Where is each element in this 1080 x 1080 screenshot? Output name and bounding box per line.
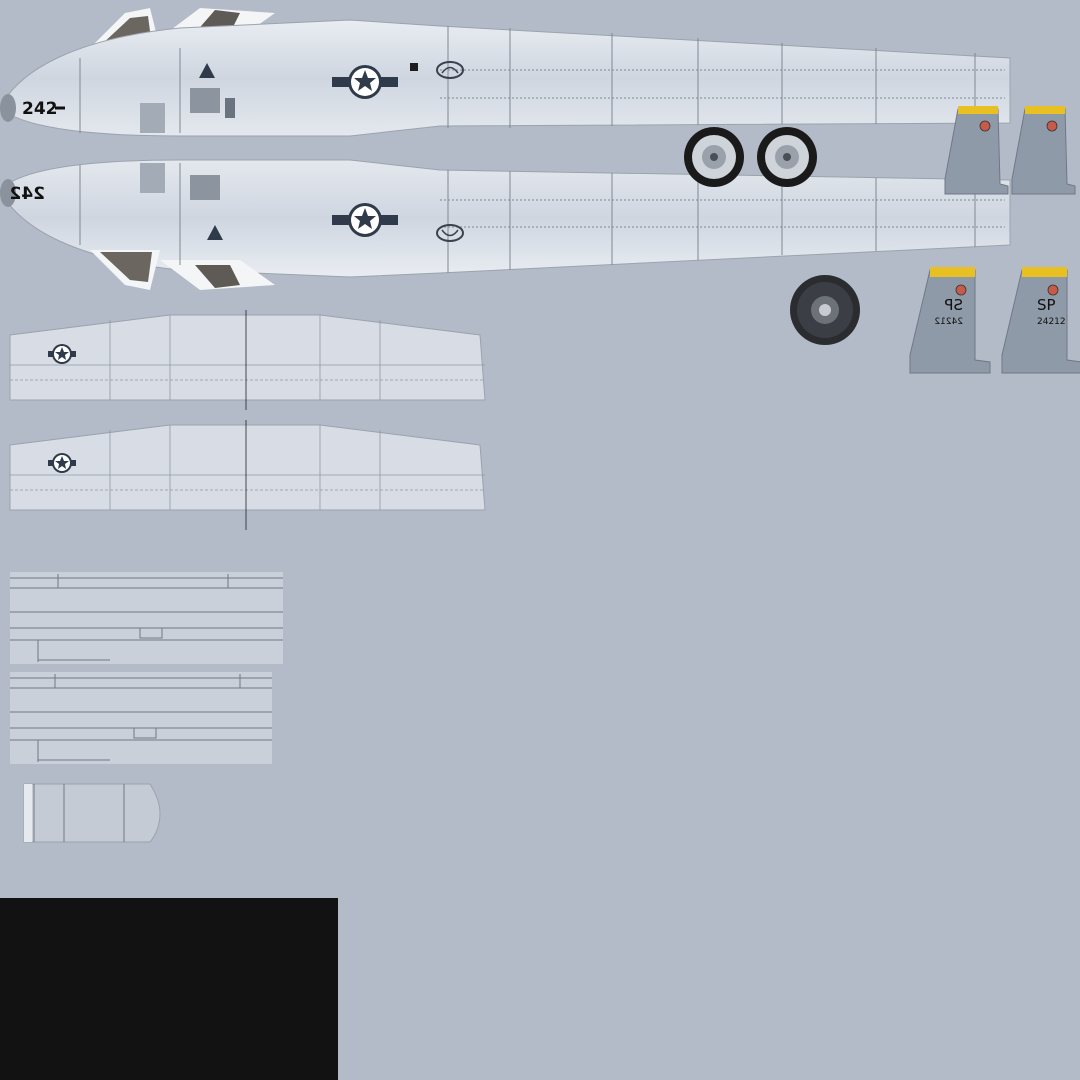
tail-fins-upper [944,106,1076,195]
fin-serial-mirrored: 24212 [934,317,963,327]
fin-code: SP [1037,296,1056,314]
fuselage-right-side: 242 [0,159,1011,290]
tail-wheel [790,275,860,345]
fuselage-serial-number-mirrored: 242 [10,184,46,204]
wheel-icon [684,127,744,187]
star-bar-insignia-icon [332,65,398,99]
stabilizer-lower [10,672,272,764]
wheel-icon [757,127,817,187]
squadron-emblem-icon [436,61,464,79]
tail-fins-lower: SP 24212 SP 24212 [909,267,1080,374]
tail-fin-icon: SP 24212 [909,267,991,374]
tail-fin-icon [1011,106,1076,195]
star-bar-insignia-icon [48,453,76,473]
star-bar-insignia-icon [332,203,398,237]
fuselage-serial-number: 242 [22,99,58,119]
wing-lower [9,420,486,530]
horizontal-stabilizers [10,572,283,764]
fuselage-left-side: 242 [0,8,1011,137]
fin-code-mirrored: SP [944,296,963,314]
squadron-emblem-icon [436,224,464,242]
unused-texture-area [0,898,338,1080]
fin-serial: 24212 [1037,317,1066,327]
small-panel [23,783,161,843]
main-wheels [684,127,817,187]
tail-fin-icon: SP 24212 [1001,267,1080,374]
stabilizer-upper [10,572,283,664]
wheel-icon [790,275,860,345]
wings [9,310,486,530]
wing-upper [9,310,486,410]
star-bar-insignia-icon [48,344,76,364]
tail-fin-icon [944,106,1009,195]
